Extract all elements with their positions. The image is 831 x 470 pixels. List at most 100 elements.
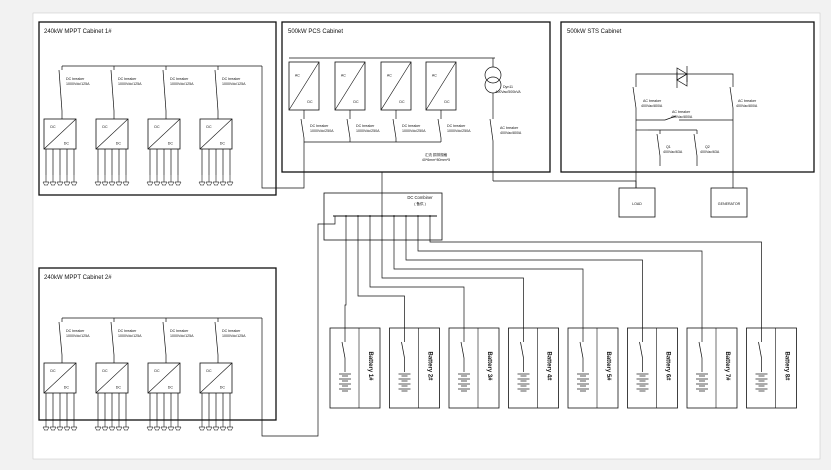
battery-label: Battery 8# [784, 351, 790, 381]
battery-breaker [401, 338, 405, 362]
breaker-blade [162, 321, 167, 356]
pv-string-icon [153, 175, 161, 186]
pv-symbol-leg [113, 181, 116, 186]
pcs-dc-breaker-rating: 1000Vdc/250A [356, 129, 380, 133]
dc-breaker-rating: 1000Vdc/125A [66, 334, 90, 338]
combiner-node [357, 215, 359, 217]
battery-breaker [758, 338, 762, 362]
battery-breaker [698, 338, 703, 362]
converter-output-label: DC [307, 100, 313, 104]
converter-input-label: AC [341, 73, 346, 77]
pcs-dc-breaker [346, 115, 351, 142]
pv-symbol-leg [174, 426, 177, 431]
pv-string-icon [101, 175, 109, 186]
combiner-node [417, 215, 419, 217]
breaker-blade [437, 118, 442, 139]
pv-symbol-leg [167, 426, 170, 431]
breaker-blade [579, 341, 584, 359]
pv-string-icon [198, 420, 206, 431]
pv-symbol-leg [146, 426, 149, 431]
pv-symbol-leg [54, 181, 57, 186]
converter-input-label: AC [387, 73, 392, 77]
combiner-subtitle: ( 备供 ) [414, 201, 426, 206]
pv-symbol-leg [165, 181, 168, 186]
pv-symbol-leg [231, 181, 234, 186]
converter-diagonal [43, 118, 77, 150]
combiner-to-battery-5 [393, 240, 584, 338]
battery-label: Battery 4# [546, 351, 552, 381]
pv-string-icon [101, 420, 109, 431]
dc-breaker-label: DC breaker [66, 77, 85, 81]
pv-string-icon [160, 175, 168, 186]
pv-symbol-leg [63, 426, 66, 431]
battery-3: Battery 3# [448, 327, 500, 409]
dc-breaker-label: DC breaker [66, 329, 85, 333]
pv-string-icon [167, 420, 175, 431]
battery-box [567, 327, 619, 409]
pv-symbol-leg [219, 181, 222, 186]
dc-breaker-switch [214, 318, 219, 359]
battery-7: Battery 7# [686, 327, 738, 409]
sts-title: 500kW STS Cabinet [567, 29, 622, 35]
battery-5: Battery 5# [567, 327, 619, 409]
converter-diagonal [95, 362, 129, 394]
battery-box [627, 327, 678, 409]
pv-symbol-leg [115, 426, 118, 431]
pv-string-icon [94, 420, 102, 431]
converter-input-label: AC [432, 73, 437, 77]
converter-diagonal [95, 118, 129, 150]
battery-box [686, 327, 738, 409]
pv-string-icon [115, 175, 123, 186]
pv-string-icon [146, 175, 154, 186]
converter-output-label: DC [168, 142, 174, 146]
dc-breaker-switch [110, 318, 115, 359]
pv-symbol-leg [153, 426, 156, 431]
battery-box [508, 327, 559, 409]
breaker-blade [58, 69, 63, 112]
battery-breaker [460, 338, 465, 362]
dc-breaker-switch [214, 66, 219, 115]
pv-symbol-leg [113, 426, 116, 431]
breaker-blade [110, 69, 115, 112]
sts-breaker-left-rating: 400Vac/800A [641, 104, 663, 108]
combiner-node [369, 215, 371, 217]
breaker-blade [698, 341, 703, 359]
breaker-blade [300, 118, 305, 139]
pv-symbol-leg [210, 426, 213, 431]
pv-string-icon [42, 175, 50, 186]
q2-rating: 400Vac/63A [700, 150, 720, 154]
breaker-blade [489, 118, 494, 142]
pv-string-icon [56, 175, 64, 186]
combiner-to-battery-4 [381, 240, 524, 338]
dc-breaker-rating: 1000Vdc/125A [66, 82, 90, 86]
transformer-vector-group: Dyn11 [503, 85, 513, 89]
pv-symbol-leg [172, 181, 175, 186]
combiner-node [345, 215, 347, 217]
battery-label: Battery 1# [367, 351, 373, 381]
pv-string-icon [205, 175, 213, 186]
pv-symbol-leg [231, 426, 234, 431]
converter-output-label: DC [444, 100, 450, 104]
pv-string-icon [122, 420, 130, 431]
pv-symbol-leg [151, 181, 154, 186]
battery-box [448, 327, 500, 409]
pcs-dc-breaker-rating: 1000Vdc/250A [447, 129, 471, 133]
sts-tie-label: AC breaker [672, 110, 691, 114]
combiner-title: DC Combiner [407, 195, 433, 200]
converter-diagonal [334, 61, 366, 111]
pv-symbol-leg [151, 426, 154, 431]
battery-box [329, 327, 381, 409]
combiner-to-battery-7 [417, 240, 703, 338]
converter-output-label: DC [220, 142, 226, 146]
pv-string-icon [146, 420, 154, 431]
sts-tie-blade [664, 115, 677, 121]
pv-string-icon [205, 420, 213, 431]
pv-symbol-leg [49, 181, 52, 186]
pv-string-icon [212, 420, 220, 431]
